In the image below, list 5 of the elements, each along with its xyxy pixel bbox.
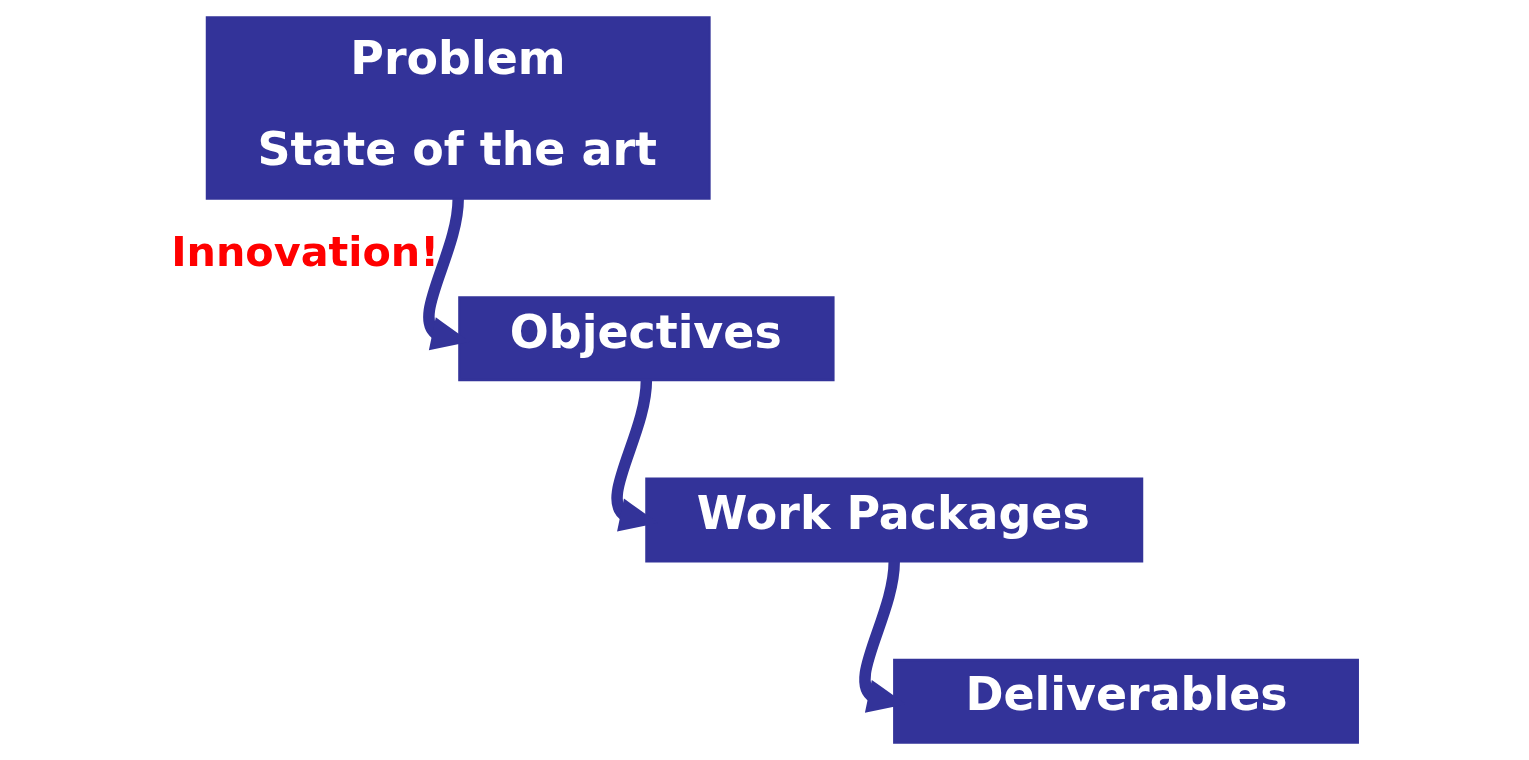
node-box: Problem State of the art	[205, 16, 711, 200]
node-box: Objectives	[458, 296, 835, 382]
edge-label: Innovation!	[171, 227, 440, 276]
node-box: Deliverables	[893, 658, 1359, 744]
node-box: Work Packages	[645, 477, 1144, 563]
